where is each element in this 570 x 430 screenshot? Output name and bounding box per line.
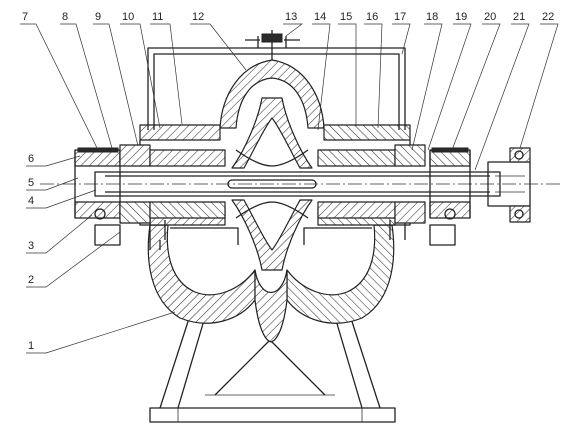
impeller [231, 97, 313, 271]
left-bearing-housing [74, 144, 226, 250]
part-number-14: 14 [314, 11, 326, 23]
part-number-15: 15 [340, 11, 352, 23]
leader-lines [20, 23, 559, 354]
part-number-20: 20 [484, 11, 496, 23]
part-number-2: 2 [28, 274, 34, 286]
part-number-18: 18 [426, 11, 438, 23]
part-number-7: 7 [22, 11, 28, 23]
balance-pipe [147, 30, 406, 130]
part-number-5: 5 [28, 177, 34, 189]
part-numbers-left: 6 5 4 3 2 1 [28, 153, 34, 352]
part-number-12: 12 [192, 11, 204, 23]
part-number-13: 13 [285, 11, 297, 23]
pump-shaft [40, 171, 560, 197]
part-number-11: 11 [152, 11, 163, 23]
coupling [487, 147, 531, 223]
part-number-22: 22 [542, 11, 554, 23]
part-number-8: 8 [62, 11, 68, 23]
part-number-21: 21 [513, 11, 525, 23]
part-number-17: 17 [394, 11, 406, 23]
part-number-16: 16 [366, 11, 378, 23]
part-number-19: 19 [455, 11, 467, 23]
part-number-4: 4 [28, 195, 34, 207]
part-number-3: 3 [28, 240, 34, 252]
part-number-1: 1 [28, 340, 34, 352]
right-bearing-housing [317, 144, 471, 246]
pump-base-stand [149, 299, 396, 423]
part-numbers-top: 7 8 9 10 11 12 13 14 15 16 17 18 19 20 2… [22, 11, 554, 23]
part-number-9: 9 [95, 11, 101, 23]
part-number-6: 6 [28, 153, 34, 165]
part-number-10: 10 [122, 11, 134, 23]
